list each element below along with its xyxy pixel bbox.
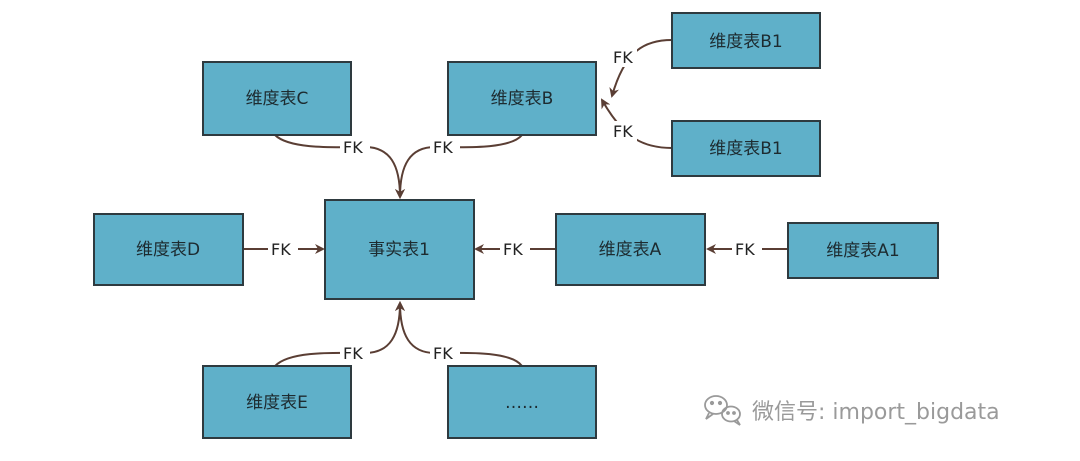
connector-more-to-fact — [395, 301, 523, 367]
watermark: 微信号: import_bigdata — [704, 395, 1000, 426]
dim-table-a: 维度表A — [555, 213, 706, 286]
table-label: 维度表A1 — [826, 241, 899, 261]
fk-label: FK — [433, 344, 453, 363]
table-label: 维度表B1 — [709, 32, 782, 52]
dim-table-b: 维度表B — [447, 61, 597, 136]
table-label: 维度表B — [491, 89, 554, 109]
fk-label: FK — [343, 138, 363, 157]
table-label: …… — [505, 393, 539, 413]
connector-e-to-fact — [274, 301, 405, 367]
fk-labels: FK FK FK FK FK FK FK FK FK — [268, 47, 762, 363]
connector-b-to-fact — [395, 134, 523, 199]
dim-table-b1-bottom: 维度表B1 — [671, 120, 821, 177]
fk-label: FK — [343, 344, 363, 363]
fk-label: FK — [735, 240, 755, 259]
dim-table-more: …… — [447, 365, 597, 439]
connector-c-to-fact — [274, 134, 405, 199]
table-label: 维度表A — [599, 240, 662, 260]
table-label: 维度表E — [246, 393, 308, 413]
table-label: 维度表B1 — [709, 139, 782, 159]
dim-table-b1-top: 维度表B1 — [671, 12, 821, 69]
dim-table-c: 维度表C — [202, 61, 352, 136]
dim-table-d: 维度表D — [93, 213, 244, 286]
wechat-icon — [704, 395, 741, 426]
table-label: 事实表1 — [368, 240, 430, 260]
dim-table-a1: 维度表A1 — [787, 222, 939, 279]
fk-label: FK — [613, 122, 633, 141]
fk-label: FK — [613, 48, 633, 67]
fk-label: FK — [271, 240, 291, 259]
table-label: 维度表D — [136, 240, 200, 260]
watermark-text: 微信号: import_bigdata — [752, 400, 1000, 425]
fk-label: FK — [433, 138, 453, 157]
fact-table-1: 事实表1 — [324, 199, 475, 300]
fk-label: FK — [503, 240, 523, 259]
dim-table-e: 维度表E — [202, 365, 352, 439]
table-label: 维度表C — [246, 89, 309, 109]
